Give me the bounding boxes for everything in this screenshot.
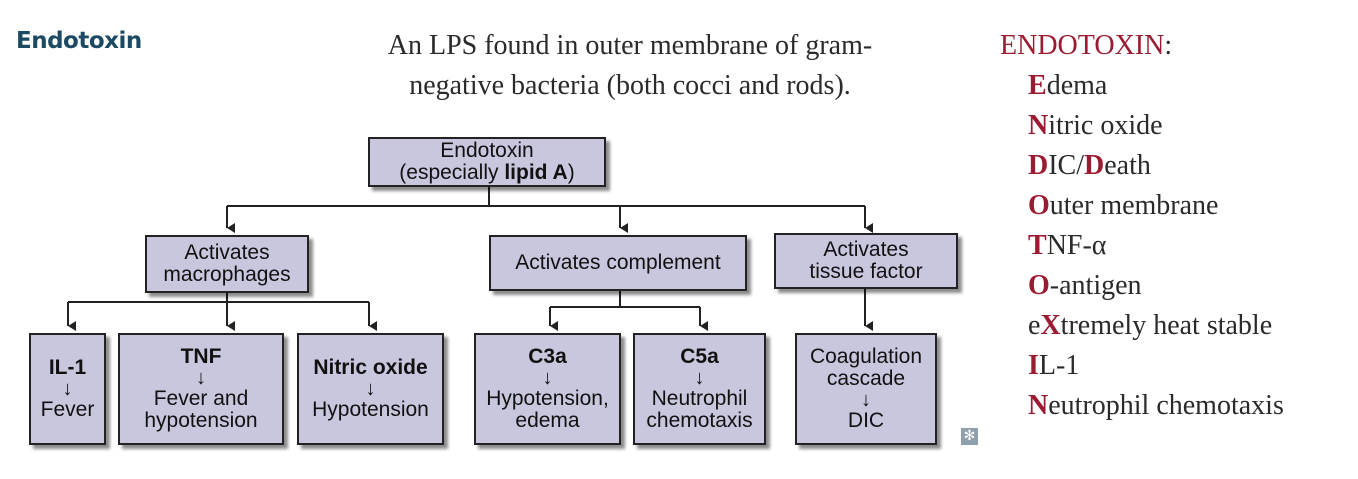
description-line-1: An LPS found in outer membrane of gram-: [387, 30, 873, 61]
box-endotoxin-root: Endotoxin (especially lipid A): [368, 137, 606, 187]
mnemonic-rest: uter membrane: [1049, 190, 1219, 221]
mnemonic-rest: eutrophil chemotaxis: [1048, 390, 1284, 421]
mnemonic-letter: E: [1028, 70, 1047, 101]
root-line-2-post: ): [567, 161, 575, 184]
coagulation-down-arrow-icon: ↓: [861, 389, 871, 411]
c5a-down-arrow-icon: ↓: [694, 367, 705, 389]
coagulation-line-1: Coagulation: [809, 345, 923, 368]
mnemonic-letter: O: [1028, 190, 1050, 221]
description-line-2: negative bacteria (both cocci and rods).: [409, 70, 851, 101]
mnemonic-letter-2: D: [1084, 150, 1105, 181]
mnemonic-rest-2: eath: [1104, 150, 1151, 181]
coagulation-result: DIC: [847, 409, 885, 432]
il1-result: Fever: [40, 398, 95, 421]
mnemonic-title-colon: :: [1164, 30, 1173, 61]
tissue-factor-line-2: tissue factor: [809, 260, 923, 283]
tissue-factor-line-1: Activates: [823, 238, 909, 261]
nitric-oxide-title: Nitric oxide: [313, 356, 428, 379]
nitric-oxide-down-arrow-icon: ↓: [365, 378, 376, 400]
mnemonic-letter: O: [1028, 270, 1050, 301]
mnemonic-letter: I: [1028, 350, 1039, 381]
mnemonic-item-tnf: TNF-α: [1000, 226, 1284, 266]
c3a-result-1: Hypotension,: [486, 387, 609, 410]
mnemonic-rest: L-1: [1038, 350, 1080, 381]
description: An LPS found in outer membrane of gram- …: [330, 26, 930, 106]
nitric-oxide-result: Hypotension: [312, 398, 429, 421]
mnemonic-letter: T: [1028, 230, 1047, 261]
macrophages-line-2: macrophages: [163, 263, 291, 286]
c3a-result-2: edema: [515, 409, 580, 432]
box-c5a: C5a ↓ Neutrophil chemotaxis: [633, 333, 766, 445]
tnf-result-2: hypotension: [144, 409, 258, 432]
tnf-result-1: Fever and: [153, 387, 249, 410]
mnemonic-item-il1: IL-1: [1000, 346, 1284, 386]
c3a-down-arrow-icon: ↓: [542, 367, 553, 389]
mnemonic-item-heat-stable: eXtremely heat stable: [1000, 306, 1284, 346]
mnemonic-letter: N: [1028, 110, 1049, 141]
mnemonic-item-dic-death: DIC/Death: [1000, 146, 1284, 186]
box-c3a: C3a ↓ Hypotension, edema: [474, 333, 621, 445]
root-line-2-pre: (especially: [399, 161, 505, 184]
mnemonic-pre: e: [1028, 310, 1041, 341]
root-line-2-bold: lipid A: [504, 161, 568, 184]
c3a-title: C3a: [528, 345, 567, 368]
mnemonic-item-o-antigen: O-antigen: [1000, 266, 1284, 306]
mnemonic-item-edema: Edema: [1000, 66, 1284, 106]
mnemonic-item-outer-membrane: Outer membrane: [1000, 186, 1284, 226]
complement-label: Activates complement: [515, 251, 721, 274]
tnf-title: TNF: [180, 345, 222, 368]
mnemonic-letter: X: [1040, 310, 1061, 341]
mnemonic-rest: dema: [1046, 70, 1108, 101]
il1-title: IL-1: [48, 356, 87, 379]
mnemonic-rest: NF-α: [1046, 230, 1107, 261]
mnemonic-title: ENDOTOXIN:: [1000, 26, 1284, 66]
coagulation-line-2: cascade: [826, 367, 906, 390]
mnemonic-rest: tremely heat stable: [1060, 310, 1273, 341]
mnemonic-title-text: ENDOTOXIN: [1000, 30, 1165, 61]
box-activates-tissue-factor: Activates tissue factor: [774, 233, 958, 289]
mnemonic-rest: -antigen: [1049, 270, 1142, 301]
il1-down-arrow-icon: ↓: [62, 378, 73, 400]
box-nitric-oxide: Nitric oxide ↓ Hypotension: [297, 333, 444, 445]
box-il1: IL-1 ↓ Fever: [29, 333, 106, 445]
mnemonic-rest: itric oxide: [1048, 110, 1163, 141]
asterisk-icon: ✻: [961, 428, 978, 445]
mnemonic-item-nitric-oxide: Nitric oxide: [1000, 106, 1284, 146]
root-line-2: (especially lipid A): [399, 162, 574, 184]
box-activates-macrophages: Activates macrophages: [145, 235, 309, 293]
page-heading: Endotoxin: [16, 28, 142, 54]
mnemonic-letter: N: [1028, 390, 1049, 421]
box-coagulation: Coagulation cascade ↓ DIC: [795, 333, 937, 445]
tnf-down-arrow-icon: ↓: [196, 367, 206, 389]
c5a-result-2: chemotaxis: [646, 409, 753, 432]
mnemonic-list: ENDOTOXIN: Edema Nitric oxide DIC/Death …: [1000, 26, 1284, 426]
mnemonic-rest: IC/: [1048, 150, 1085, 181]
c5a-title: C5a: [680, 345, 719, 368]
mnemonic-letter: D: [1028, 150, 1049, 181]
mnemonic-item-neutrophil: Neutrophil chemotaxis: [1000, 386, 1284, 426]
box-tnf: TNF ↓ Fever and hypotension: [118, 333, 284, 445]
c5a-result-1: Neutrophil: [651, 387, 748, 410]
box-activates-complement: Activates complement: [489, 235, 747, 291]
root-line-1: Endotoxin: [440, 139, 534, 162]
macrophages-line-1: Activates: [184, 241, 270, 264]
